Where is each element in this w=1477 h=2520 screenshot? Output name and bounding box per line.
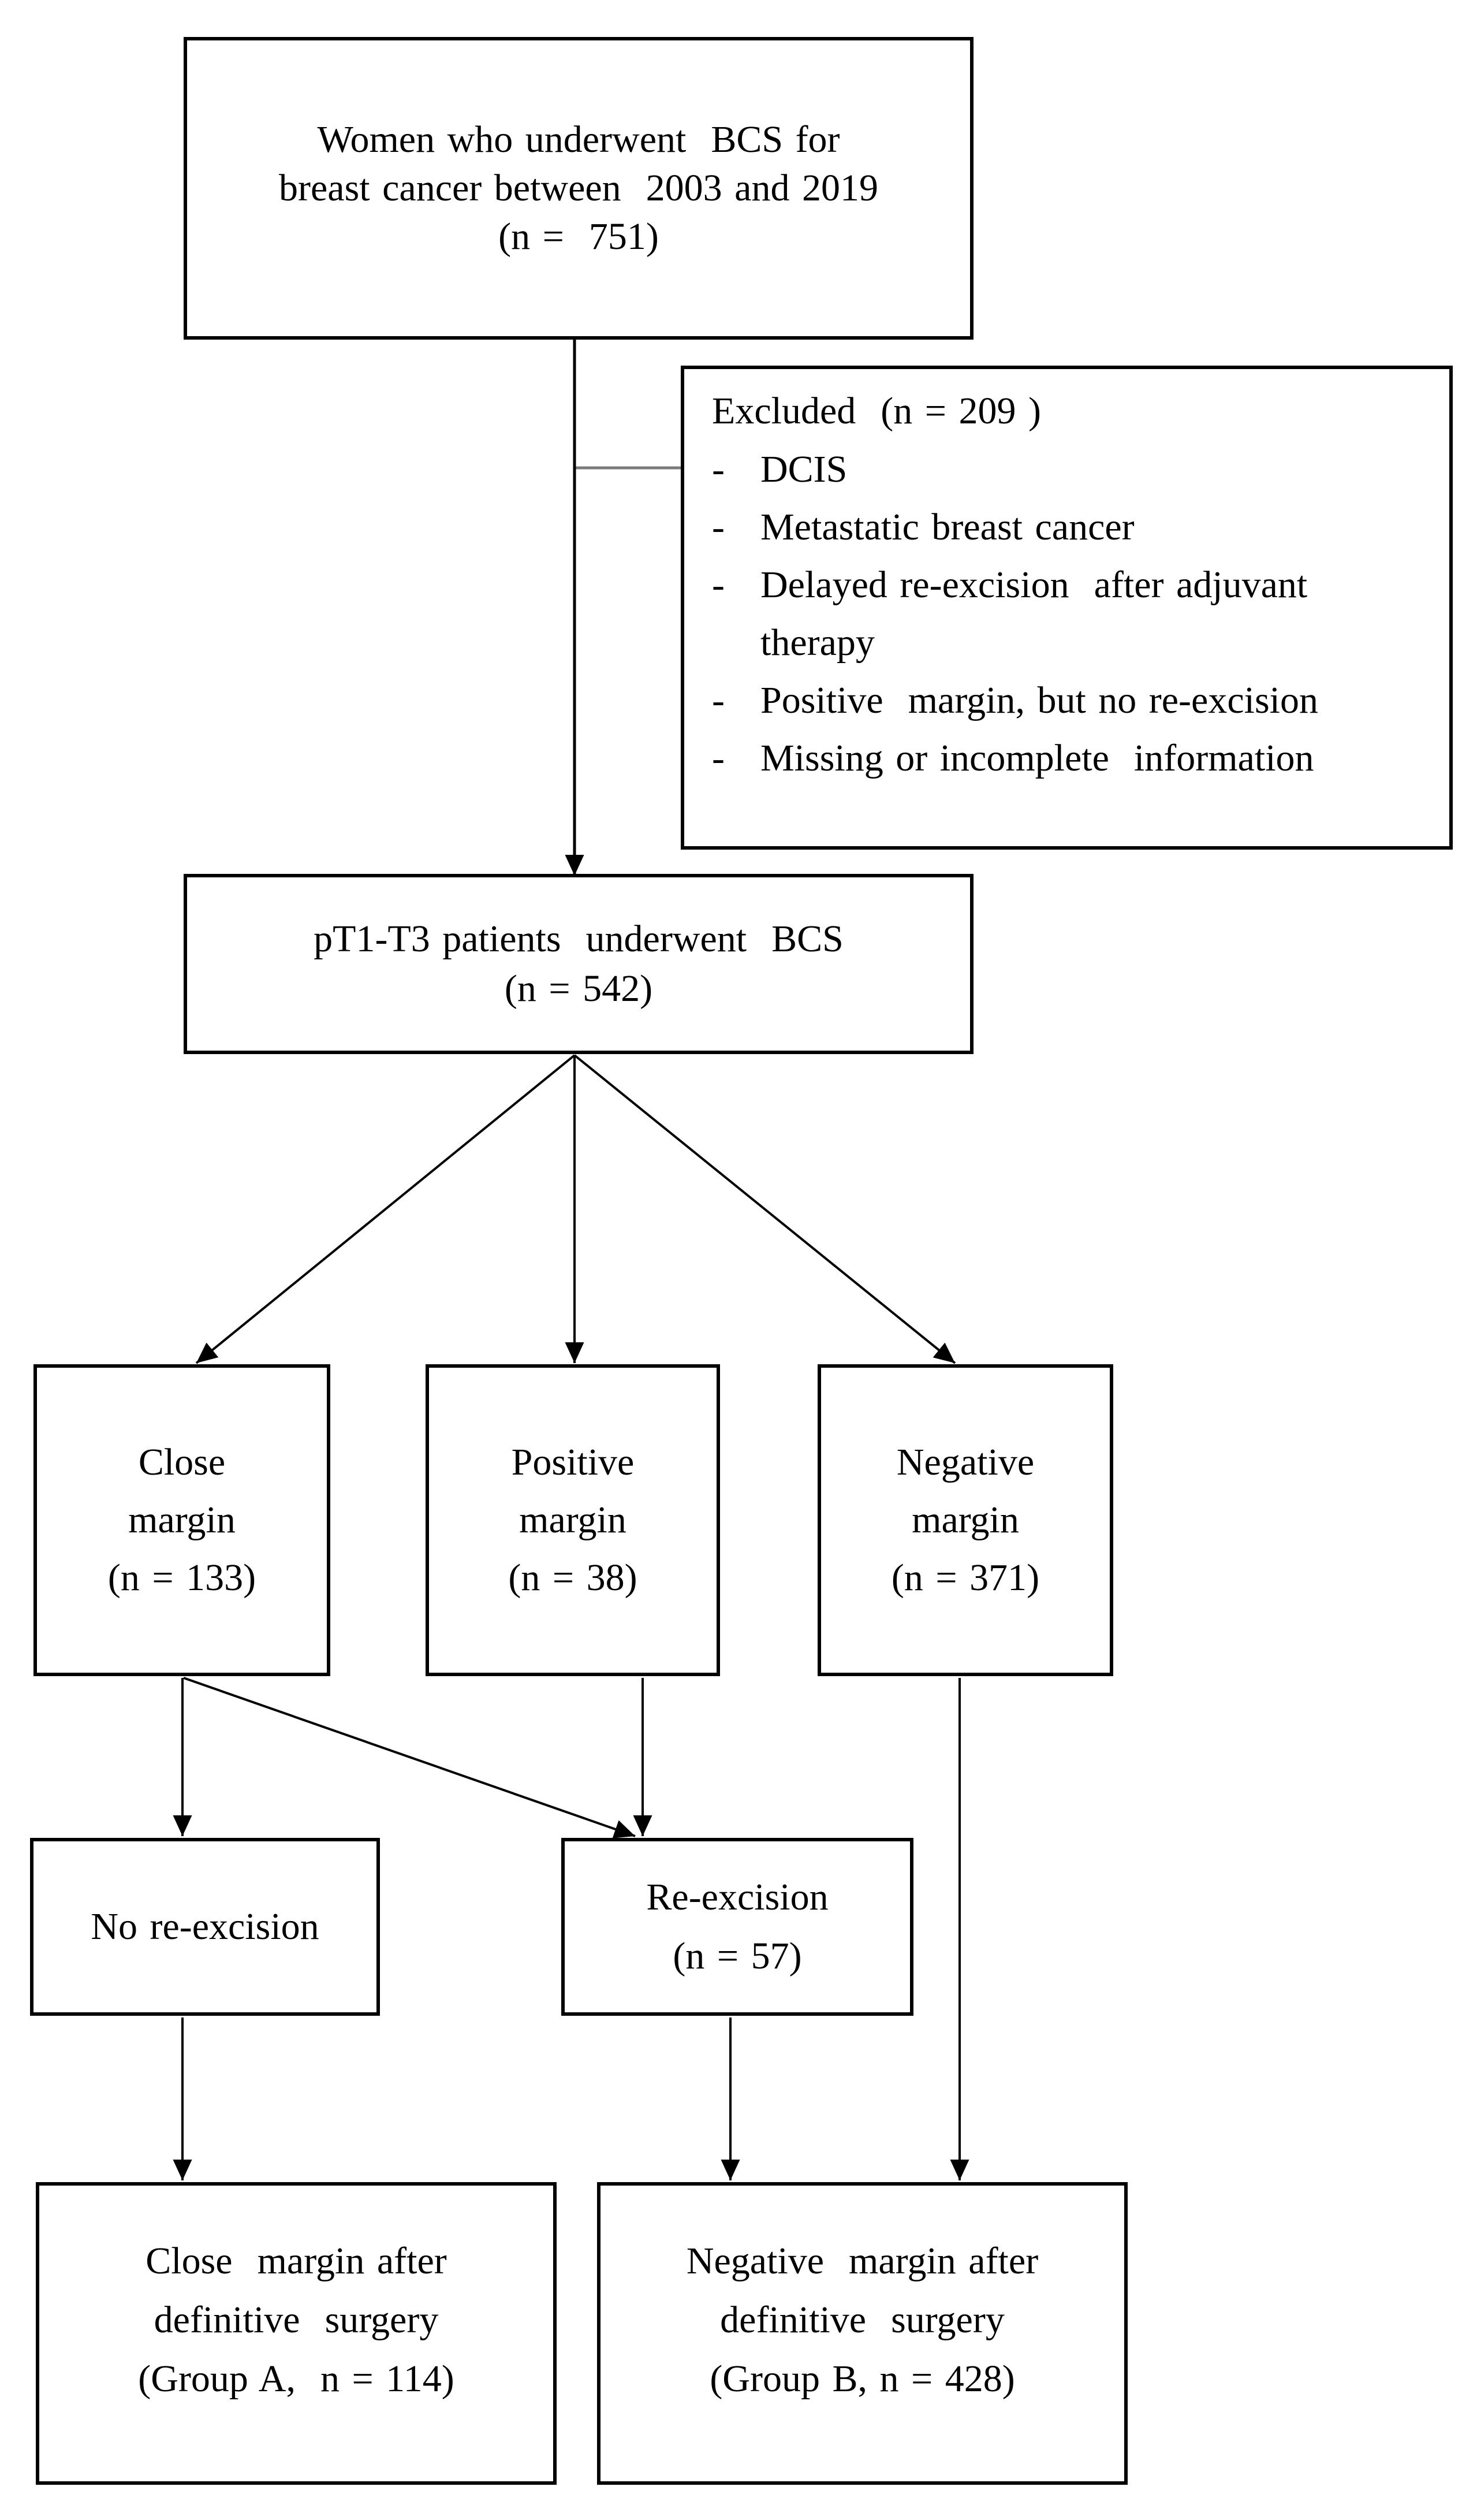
text-line: (n = 133) (107, 1557, 256, 1599)
text-line: breast cancer between 2003 and 2019 (279, 167, 878, 209)
arrow-close-to-reexcision (183, 1677, 636, 1838)
text-line: Positive (511, 1441, 635, 1483)
box-close-margin: Close margin (n = 133) (33, 1364, 330, 1676)
text-line: margin (519, 1499, 626, 1541)
excluded-item-text: Metastatic breast cancer (760, 506, 1135, 548)
text-line: Re-excision (646, 1876, 829, 1918)
text-line: definitive surgery (154, 2299, 439, 2341)
box-group-a: Close margin after definitive surgery (G… (36, 2182, 557, 2485)
text-line: Women who underwent BCS for (317, 118, 840, 161)
bullet-dash: - (712, 679, 725, 721)
arrow-pt1t3-to-close-margin (195, 1054, 576, 1364)
text-line: Close margin after (146, 2240, 447, 2282)
bullet-dash: - (712, 737, 725, 779)
bullet-dash: - (712, 564, 725, 606)
text-line: definitive surgery (720, 2299, 1005, 2341)
text-line: (n = 38) (508, 1557, 637, 1599)
text-line: No re-excision (91, 1905, 319, 1948)
box-reexcision: Re-excision (n = 57) (561, 1838, 913, 2016)
excluded-item-text: Missing or incomplete information (760, 737, 1314, 779)
excluded-item-text: Delayed re-excision after adjuvant thera… (760, 564, 1320, 664)
text-line: (n = 57) (673, 1935, 802, 1977)
box-women-bcs: Women who underwent BCS for breast cance… (184, 37, 974, 340)
text-line: (n = 542) (504, 967, 653, 1010)
excluded-item-text: DCIS (760, 448, 848, 490)
text-line: (Group A, n = 114) (138, 2358, 454, 2400)
text-line: Close (138, 1441, 226, 1483)
excluded-item: - Delayed re-excision after adjuvant the… (712, 556, 1433, 672)
excluded-item-text: Positive margin, but no re-excision (760, 679, 1318, 721)
box-excluded: Excluded (n = 209 ) - DCIS - Metastatic … (681, 366, 1453, 850)
text-line: (n = 751) (498, 215, 659, 258)
bullet-dash: - (712, 448, 725, 490)
text-line: margin (912, 1499, 1019, 1541)
text-line: (n = 371) (891, 1557, 1040, 1599)
box-pt1t3-bcs: pT1-T3 patients underwent BCS (n = 542) (184, 874, 974, 1054)
box-no-reexcision: No re-excision (30, 1838, 380, 2016)
bullet-dash: - (712, 506, 725, 548)
text-line: pT1-T3 patients underwent BCS (314, 918, 844, 960)
box-negative-margin: Negative margin (n = 371) (818, 1364, 1113, 1676)
text-line: (Group B, n = 428) (710, 2358, 1015, 2400)
excluded-title: Excluded (n = 209 ) (712, 390, 1041, 432)
arrow-pt1t3-to-negative-margin (573, 1054, 956, 1364)
text-line: Negative (896, 1441, 1035, 1483)
box-positive-margin: Positive margin (n = 38) (426, 1364, 720, 1676)
excluded-item: - DCIS (712, 441, 847, 498)
excluded-item: - Metastatic breast cancer (712, 498, 1135, 556)
excluded-item: - Positive margin, but no re-excision (712, 672, 1318, 729)
excluded-item: - Missing or incomplete information (712, 729, 1314, 787)
text-line: Negative margin after (686, 2240, 1039, 2282)
text-line: margin (128, 1499, 236, 1541)
box-group-b: Negative margin after definitive surgery… (597, 2182, 1128, 2485)
